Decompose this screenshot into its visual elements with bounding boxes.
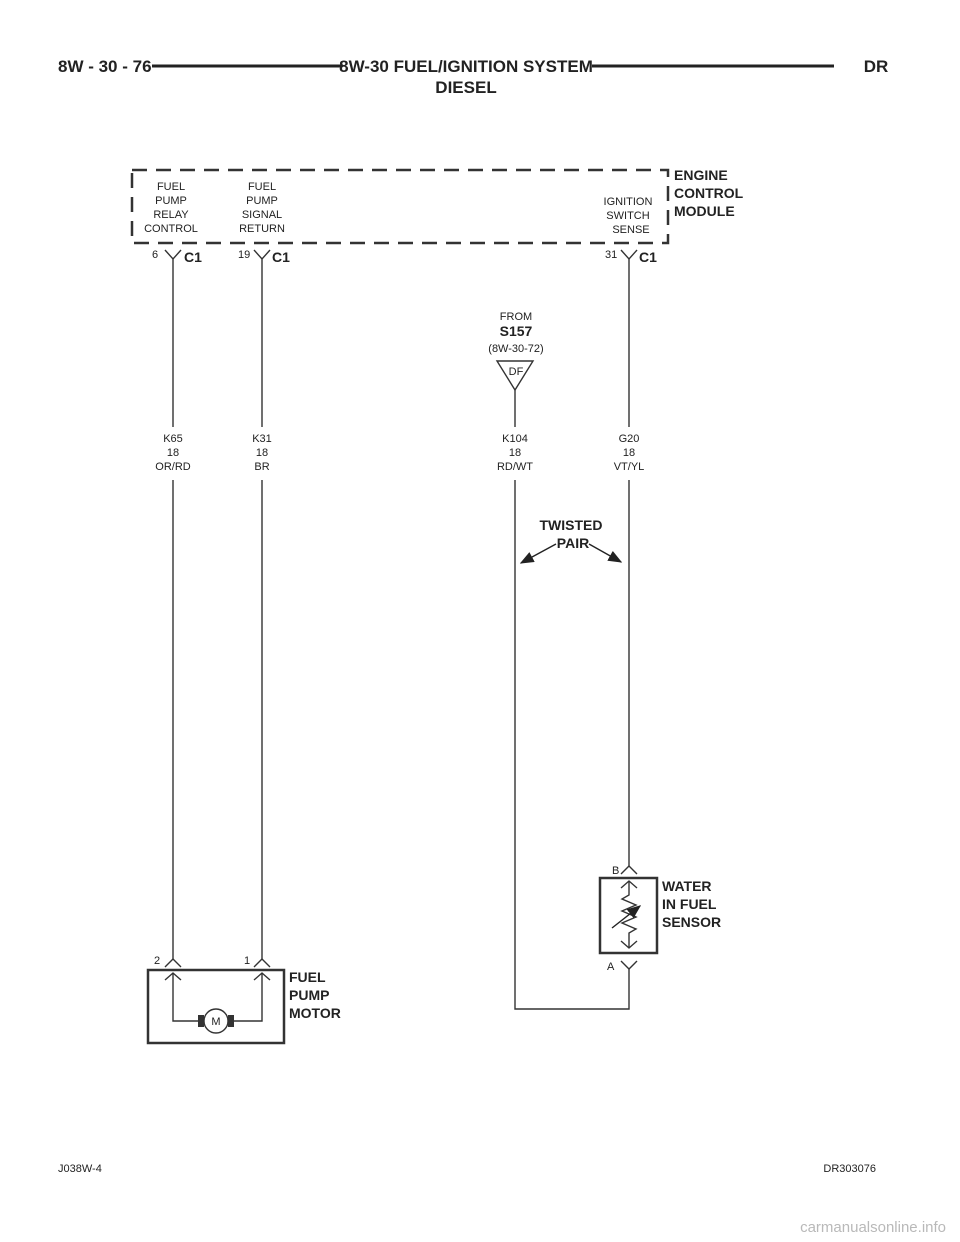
wire-k31: K31 18 BR [252,259,272,959]
water-in-fuel-sensor: B A WATER IN FUEL SENSOR [598,865,721,973]
motor-pin-1: 1 [244,955,250,967]
sensor-pin-a: A [607,961,615,973]
splice-from: FROM [500,311,532,323]
wire-k65-gauge: 18 [167,447,179,459]
pin-number-31: 31 [605,249,617,261]
pin-6-symbol [164,249,182,261]
sensor-name-2: IN FUEL [662,896,717,912]
motor-name-1: FUEL [289,969,326,985]
footer-left-code: J038W-4 [58,1163,102,1175]
wire-k104-circuit: K104 [502,433,528,445]
pin-label-fuel-pump-signal-2: PUMP [246,195,278,207]
connector-pin-19: 19 C1 [238,249,290,265]
sensor-variable-arrow [611,905,642,929]
wire-k104-color: RD/WT [497,461,533,473]
twisted-pair-line1: TWISTED [540,517,603,533]
sensor-name-1: WATER [662,878,712,894]
wire-k65: K65 18 OR/RD [155,259,191,959]
splice-triangle [495,360,535,392]
ecm-name-3: MODULE [674,203,735,219]
splice-s157: FROM S157 (8W-30-72) DF [488,311,544,392]
pin-label-fuel-pump-relay-1: FUEL [157,181,185,193]
motor-name-2: PUMP [289,987,329,1003]
wire-k65-circuit: K65 [163,433,183,445]
pin-number-6: 6 [152,249,158,261]
pin-label-fuel-pump-signal-4: RETURN [239,223,285,235]
wire-g20-gauge: 18 [623,447,635,459]
sensor-name-3: SENSOR [662,914,721,930]
motor-brush-right [228,1015,234,1027]
sensor-inner-pin-bottom [620,940,638,949]
motor-lead-right [232,973,263,1022]
motor-name-3: MOTOR [289,1005,341,1021]
connector-pin-6: 6 C1 [152,249,202,265]
wire-g20: G20 18 VT/YL [614,259,645,866]
motor-lead-left [172,973,200,1022]
pin-label-fuel-pump-relay-4: CONTROL [144,223,198,235]
pin-31-connector: C1 [639,249,657,265]
twisted-pair-note: TWISTED PAIR [519,517,623,564]
pin-19-symbol [253,249,271,261]
pin-label-ignition-1: IGNITION [604,196,653,208]
pin-label-fuel-pump-relay-3: RELAY [153,209,189,221]
page-number: 8W - 30 - 76 [58,57,152,76]
ecm-dashed-box [130,168,670,245]
wire-k31-gauge: 18 [256,447,268,459]
wire-k65-color: OR/RD [155,461,191,473]
wire-g20-color: VT/YL [614,461,645,473]
wire-k104-lower [514,480,630,1010]
motor-pin-1-symbol [253,958,271,968]
pin-number-19: 19 [238,249,250,261]
sensor-pin-b-symbol [620,865,638,875]
splice-ref: (8W-30-72) [488,343,543,355]
wire-k31-circuit: K31 [252,433,272,445]
motor-symbol-m: M [211,1016,220,1028]
twisted-pair-line2: PAIR [557,535,589,551]
page-header: 8W - 30 - 76 8W-30 FUEL/IGNITION SYSTEM … [58,57,888,97]
motor-pin-2: 2 [154,955,160,967]
footer-right-code: DR303076 [823,1163,876,1175]
wire-k104-gauge: 18 [509,447,521,459]
splice-code: DF [509,366,524,378]
wire-k31-color: BR [254,461,269,473]
pin-label-ignition-2: SWITCH [606,210,649,222]
sensor-pin-a-symbol [620,960,638,970]
pin-19-connector: C1 [272,249,290,265]
pin-6-connector: C1 [184,249,202,265]
pin-label-ignition-3: SENSE [612,224,649,236]
motor-pin-2-symbol [164,958,182,968]
pin-label-fuel-pump-signal-1: FUEL [248,181,276,193]
sensor-pin-b: B [612,865,619,877]
engine-control-module: ENGINE CONTROL MODULE FUEL PUMP RELAY CO… [130,167,744,265]
splice-id: S157 [500,323,533,339]
pin-label-fuel-pump-signal-3: SIGNAL [242,209,282,221]
fuel-pump-motor: 2 1 M FUEL PUMP MOTOR [146,955,341,1045]
wire-k104: K104 18 RD/WT [497,390,630,1010]
ecm-name-1: ENGINE [674,167,728,183]
motor-symbol-circle [203,1008,229,1034]
pin-label-fuel-pump-relay-2: PUMP [155,195,187,207]
page-subtitle: DIESEL [435,78,496,97]
model-code: DR [864,57,889,76]
pin-31-symbol [620,249,638,261]
ecm-name-2: CONTROL [674,185,744,201]
connector-pin-31: 31 C1 [605,249,657,265]
watermark: carmanualsonline.info [800,1219,946,1236]
page-title: 8W-30 FUEL/IGNITION SYSTEM [339,57,593,76]
twisted-pair-arrow-right [588,543,623,563]
motor-brush-left [198,1015,204,1027]
wire-g20-circuit: G20 [619,433,640,445]
twisted-pair-arrow-left [519,543,557,564]
